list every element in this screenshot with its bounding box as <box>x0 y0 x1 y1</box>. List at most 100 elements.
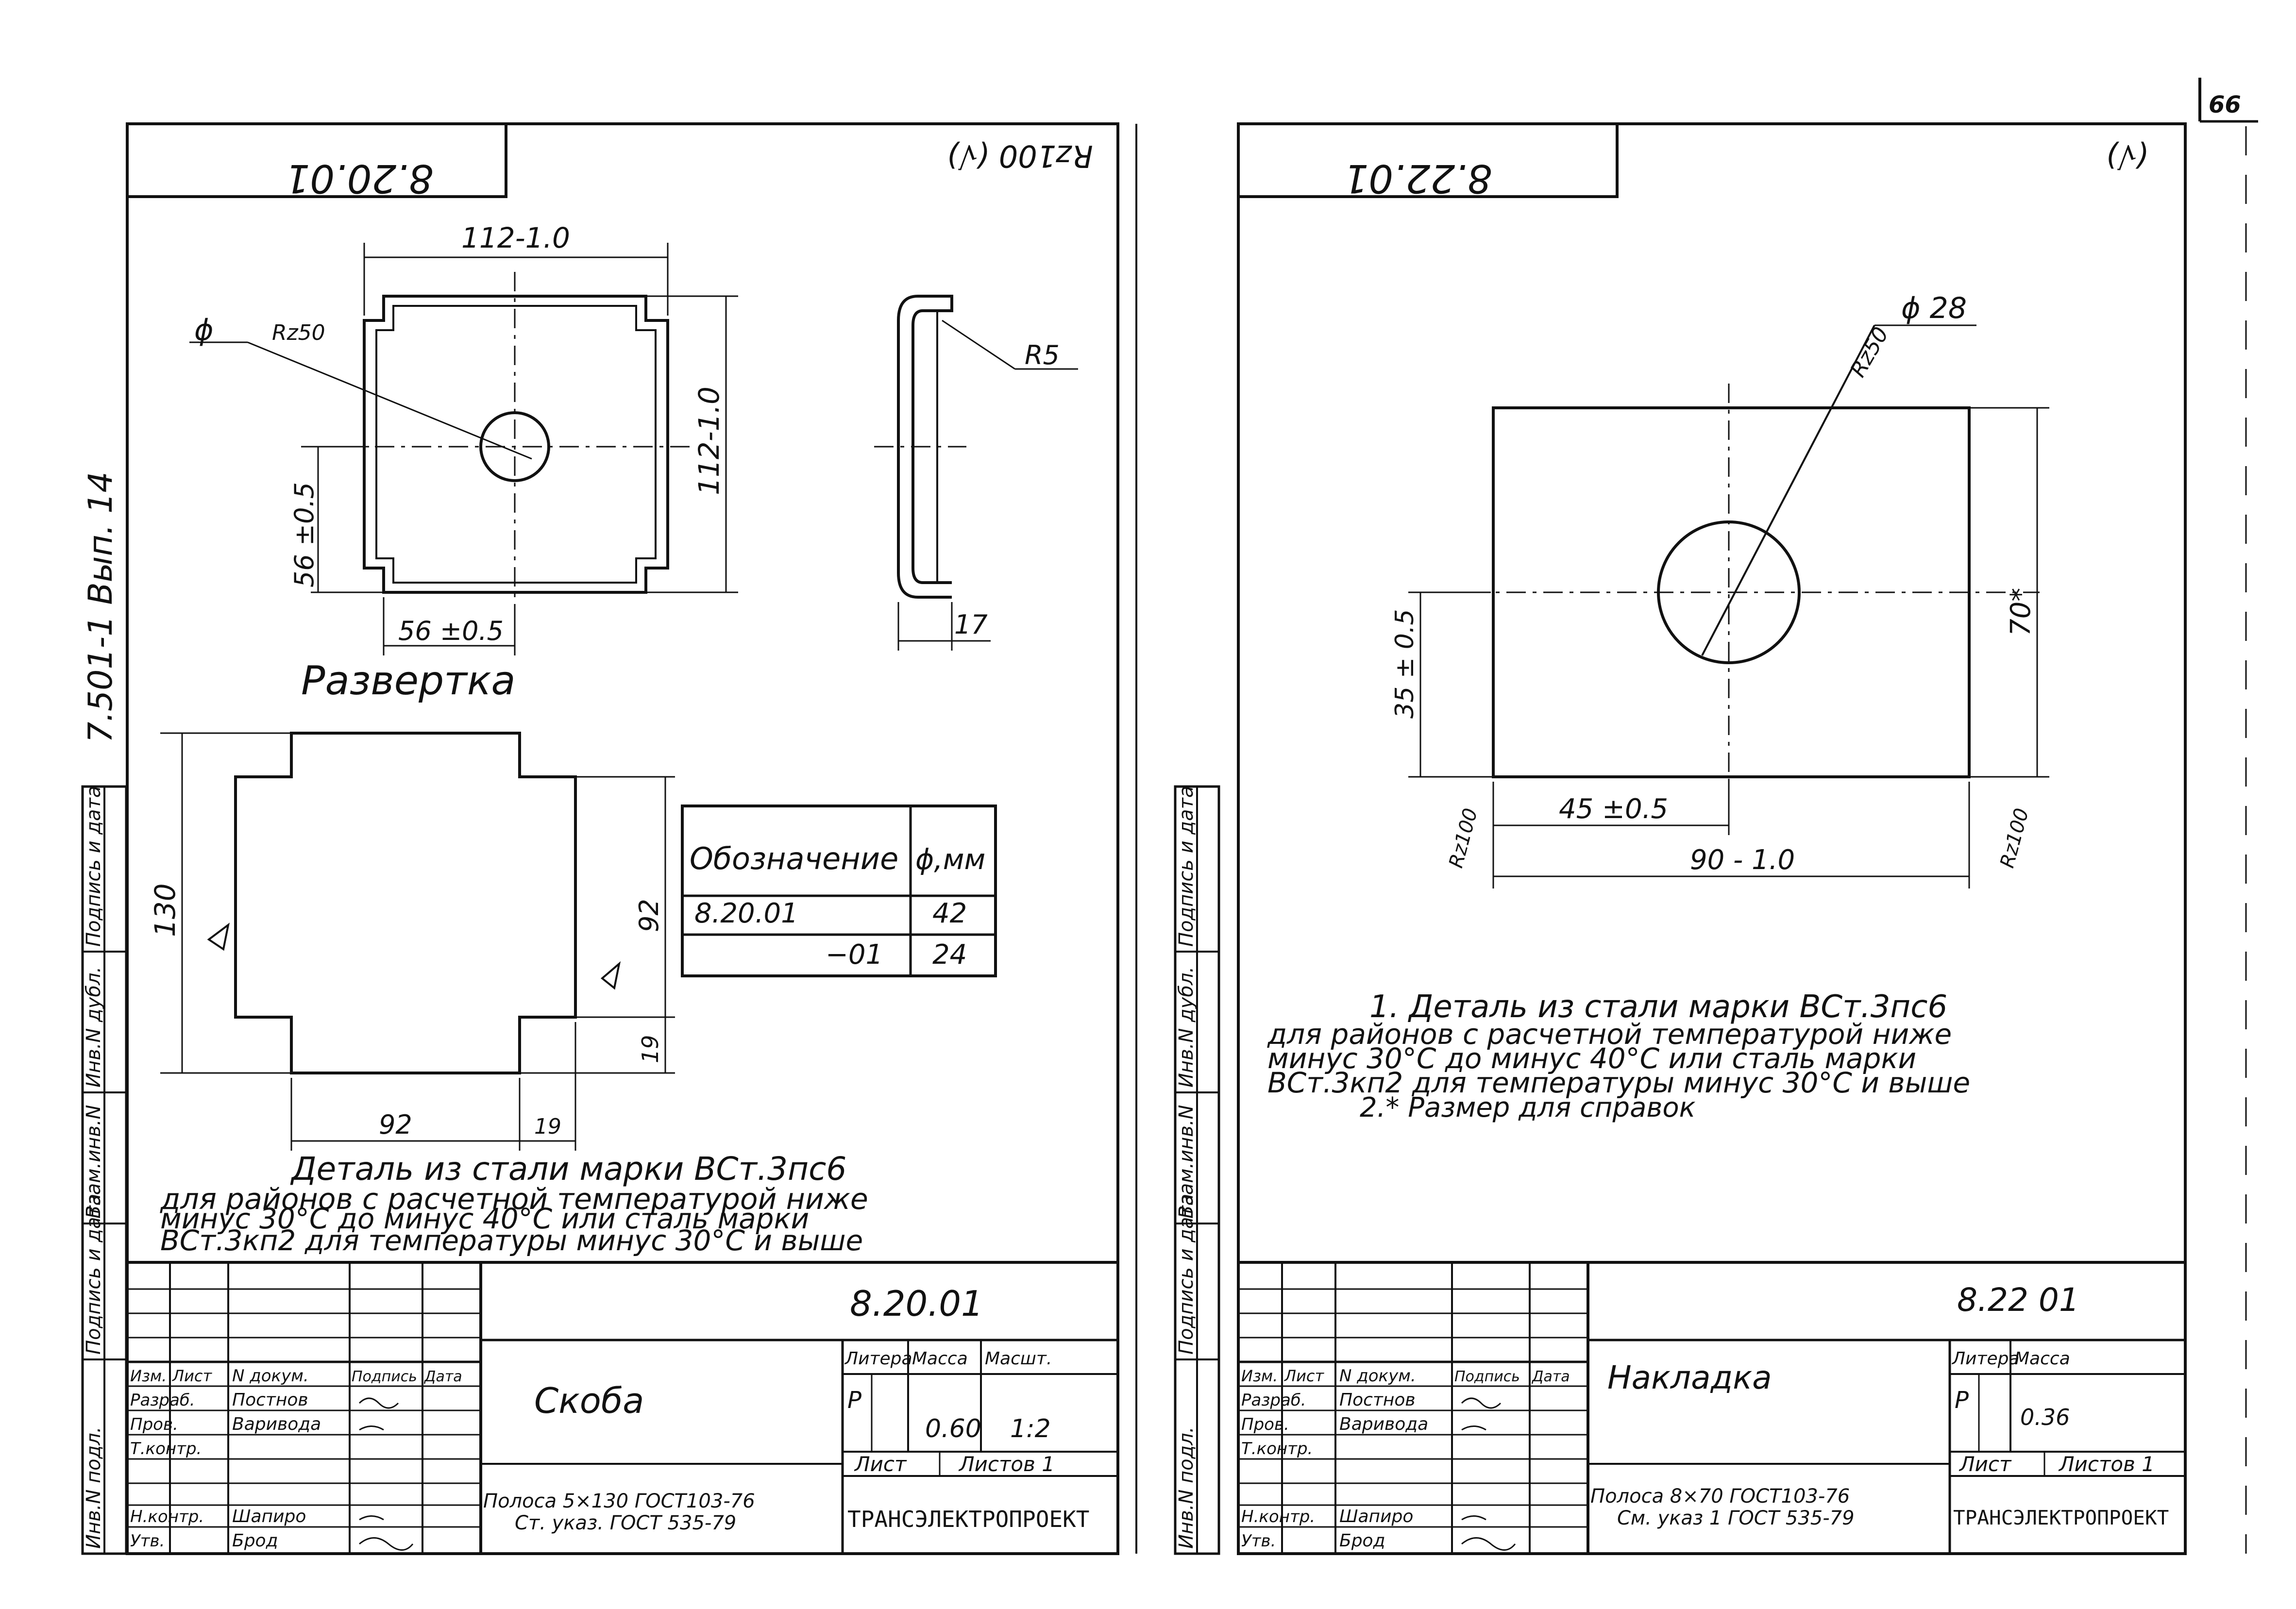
r-tb-role-prov: Пров. <box>1241 1415 1289 1434</box>
r-tb-name-nkontr: Шапиро <box>1339 1507 1413 1526</box>
dim-rz50-right: Rz50 <box>1845 323 1893 381</box>
right-tb-name: Накладка <box>1607 1359 1772 1396</box>
left-tb-litera: Р <box>847 1387 861 1414</box>
left-title-block: Изм. Лист N докум. Подпись Дата Разраб. … <box>127 1261 1118 1554</box>
dim-width-112: 112-1.0 <box>461 221 570 254</box>
stamp-label-podpis2: Подпись и дата <box>83 786 105 947</box>
tb-name-prov: Варивода <box>232 1414 321 1434</box>
dim-35: 35 ± 0.5 <box>1390 609 1419 719</box>
table-header-diameter: ϕ,мм <box>915 843 985 876</box>
bracket-plan: ϕ Rz50 112-1.0 112-1.0 56 ±0.5 56 ±0.5 <box>189 221 738 655</box>
r-tb-role-nkontr: Н.контр. <box>1241 1507 1315 1526</box>
tb-label-data: Дата <box>423 1368 462 1385</box>
tb-role-prov: Пров. <box>130 1415 178 1434</box>
right-tb-org: ТРАНСЭЛЕКТРОПРОЕКТ <box>1953 1506 2169 1529</box>
left-note-3: минус 30°С до минус 40°С или сталь марки <box>160 1202 809 1235</box>
right-tb-material-1: Полоса 8×70 ГОСТ103-76 <box>1590 1485 1850 1508</box>
left-tb-listov: Листов 1 <box>958 1452 1055 1476</box>
left-note-1: Деталь из стали марки ВСт.3пс6 <box>290 1150 846 1188</box>
plate-drawing: ϕ 28 Rz50 70* 35 ± 0.5 45 ±0.5 90 - 1.0 … <box>1390 291 2049 888</box>
right-note-5: 2.* Размер для справок <box>1360 1092 1696 1123</box>
left-tb-list: Лист <box>854 1452 907 1476</box>
table-cell-dia-2: 24 <box>932 939 967 971</box>
left-tb-massa: 0.60 <box>925 1414 981 1443</box>
r-tb-role-razrab: Разраб. <box>1241 1391 1306 1410</box>
r-tb-label-list: Лист <box>1284 1367 1324 1385</box>
left-tb-material-2: Ст. указ. ГОСТ 535-79 <box>515 1512 736 1534</box>
dim-rz100-right: Rz100 <box>1996 806 2033 871</box>
left-tb-org: ТРАНСЭЛЕКТРОПРОЕКТ <box>847 1506 1090 1532</box>
tb-role-nkontr: Н.контр. <box>130 1507 204 1526</box>
left-tb-masshtab-h: Масшт. <box>985 1349 1052 1369</box>
dim-56-horizontal: 56 ±0.5 <box>398 616 504 646</box>
dim-17: 17 <box>954 609 988 640</box>
tb-name-utv: Брод <box>232 1531 278 1551</box>
dim-19-vertical: 19 <box>637 1035 663 1063</box>
r-stamp-label-podpis1: Подпись и дата <box>1175 1194 1198 1355</box>
right-tb-massa: 0.36 <box>2020 1404 2070 1430</box>
r-tb-name-prov: Варивода <box>1339 1414 1428 1434</box>
right-note-1: 1. Деталь из стали марки ВСт.3пс6 <box>1369 989 1947 1025</box>
designation-table: Обозначение ϕ,мм 8.20.01 42 −01 24 <box>681 804 997 977</box>
right-notes: 1. Деталь из стали марки ВСт.3пс6 для ра… <box>1267 989 1970 1123</box>
right-tb-litera-h: Литера <box>1951 1349 2020 1369</box>
dim-rz100-left: Rz100 <box>1445 806 1482 871</box>
dim-phi28: ϕ 28 <box>1901 291 1967 325</box>
dim-92-horizontal: 92 <box>379 1109 412 1140</box>
stamp-label-podpis1: Подпись и дата <box>83 1194 105 1355</box>
bracket-side-view: R5 17 <box>874 295 1078 651</box>
dim-56-vertical: 56 ±0.5 <box>289 482 320 587</box>
right-note-4: ВСт.3кп2 для температуры минус 30°С и вы… <box>1267 1066 1970 1099</box>
r-tb-name-razrab: Постнов <box>1339 1390 1416 1410</box>
dim-19-horizontal: 19 <box>534 1114 561 1139</box>
tb-label-izm: Изм. <box>130 1367 167 1385</box>
dim-45: 45 ±0.5 <box>1559 793 1668 825</box>
left-tb-litera-h: Литера <box>844 1349 912 1369</box>
dim-130: 130 <box>149 883 182 937</box>
right-tb-listov: Листов 1 <box>2058 1452 2155 1476</box>
r-stamp-label-podl: Инв.N подл. <box>1175 1426 1198 1549</box>
page-number: 66 <box>2209 91 2241 118</box>
dim-r5: R5 <box>1025 340 1060 370</box>
tb-role-razrab: Разраб. <box>130 1391 195 1410</box>
tb-label-list: Лист <box>172 1367 212 1385</box>
right-note-3: минус 30°С до минус 40°С или сталь марки <box>1267 1042 1916 1075</box>
right-note-2: для районов с расчетной температурой ниж… <box>1267 1018 1952 1051</box>
right-tb-litera: Р <box>1955 1387 1969 1414</box>
r-tb-role-tkontr: Т.контр. <box>1241 1439 1313 1458</box>
left-side-stamp: Подпись и дата Инв.N дубл. Взам.инв.N По… <box>81 785 128 1555</box>
right-roughness: (√) <box>2106 138 2148 174</box>
cross-development: 130 92 19 92 19 <box>149 732 675 1151</box>
tb-name-nkontr: Шапиро <box>232 1507 306 1526</box>
left-sheet: Подпись и дата Инв.N дубл. Взам.инв.N По… <box>81 122 1137 1555</box>
r-tb-label-data: Дата <box>1531 1368 1570 1385</box>
left-notes: Деталь из стали марки ВСт.3пс6 для район… <box>160 1150 868 1257</box>
r-tb-label-ndokum: N докум. <box>1339 1366 1416 1386</box>
right-sheet: Подпись и дата Инв.N дубл. Взам.инв.N По… <box>1174 122 2247 1555</box>
left-note-4: ВСт.3кп2 для температуры минус 30°С и вы… <box>160 1224 863 1257</box>
dim-rz50-left: Rz50 <box>272 320 325 345</box>
r-stamp-label-podpis2: Подпись и дата <box>1175 786 1198 947</box>
tb-label-ndokum: N докум. <box>232 1366 309 1386</box>
dim-phi-left: ϕ <box>194 313 214 347</box>
left-tb-code: 8.20.01 <box>850 1283 983 1324</box>
left-top-code: 8.20.01 <box>285 156 433 201</box>
r-tb-label-podpis: Подпись <box>1454 1368 1520 1385</box>
left-note-2: для районов с расчетной температурой ниж… <box>160 1182 868 1216</box>
tb-role-tkontr: Т.контр. <box>130 1439 202 1458</box>
table-header-designation: Обозначение <box>690 841 898 876</box>
r-tb-role-utv: Утв. <box>1241 1531 1276 1551</box>
stamp-label-podl: Инв.N подл. <box>83 1426 105 1549</box>
table-cell-code-2: −01 <box>826 939 883 971</box>
tb-label-podpis: Подпись <box>352 1368 417 1385</box>
right-top-code: 8.22.01 <box>1344 156 1492 201</box>
table-cell-code-1: 8.20.01 <box>694 898 798 929</box>
tb-role-utv: Утв. <box>130 1531 165 1551</box>
signature-mark <box>358 1397 414 1551</box>
right-tb-list: Лист <box>1958 1452 2012 1476</box>
left-tb-massa-h: Масса <box>912 1349 968 1369</box>
right-tb-massa-h: Масса <box>2014 1349 2070 1369</box>
right-title-block: Изм. Лист N докум. Подпись Дата Разраб. … <box>1238 1261 2185 1554</box>
razvertka-label: Развертка <box>301 658 516 704</box>
right-tb-material-2: См. указ 1 ГОСТ 535-79 <box>1617 1507 1855 1529</box>
